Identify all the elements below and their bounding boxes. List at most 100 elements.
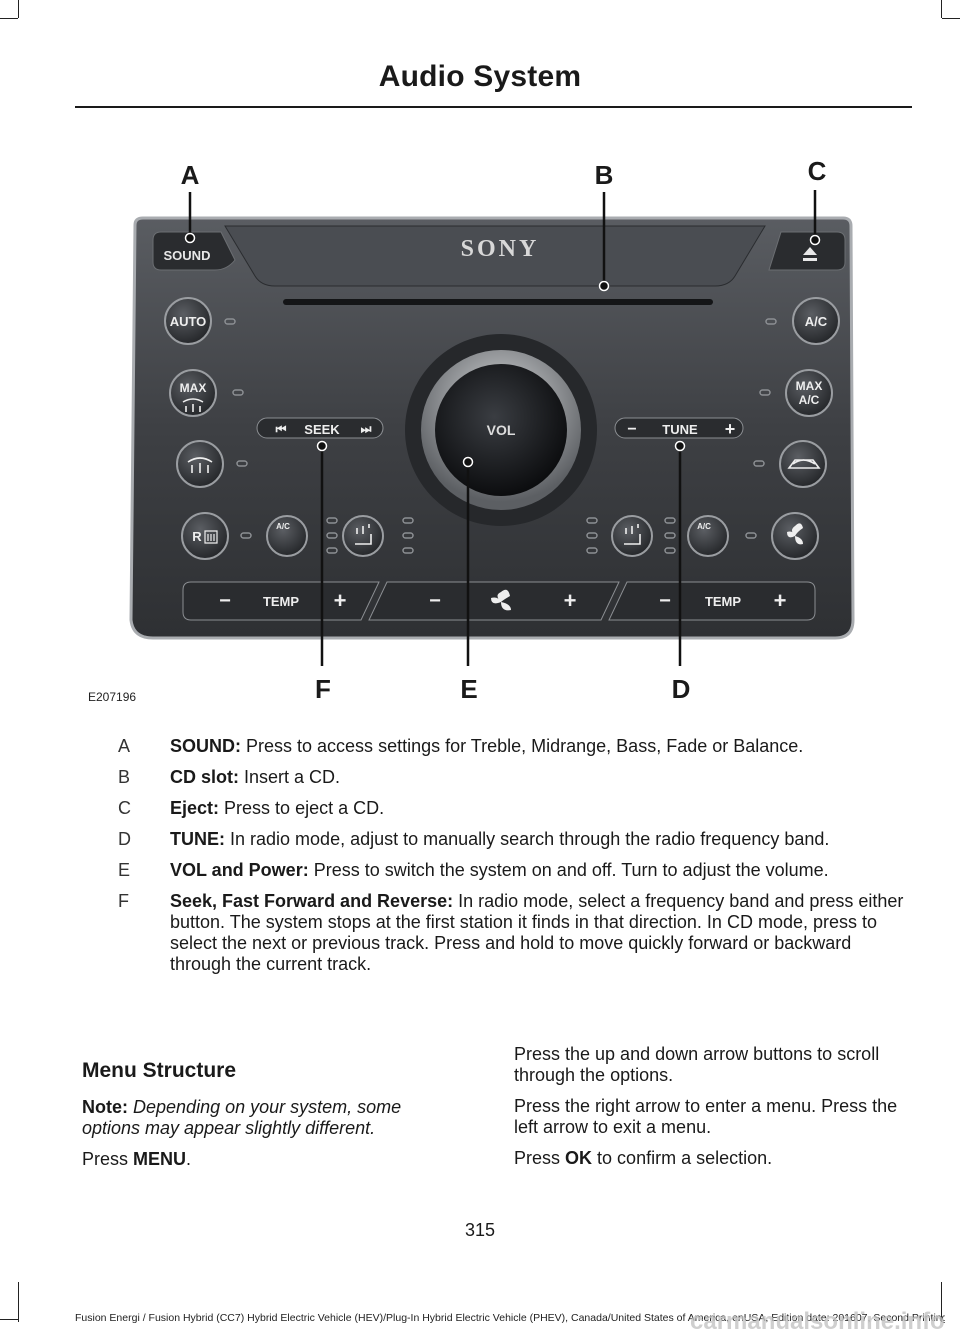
legend-description: Press to switch the system on and off. T… (313, 860, 829, 880)
max-defrost-label: MAX (180, 381, 207, 395)
legend-term: TUNE: (170, 829, 225, 849)
tune-minus-icon: − (627, 421, 636, 438)
recirculation-button[interactable] (779, 440, 827, 488)
callout-letter-b: B (594, 160, 614, 190)
crop-mark (942, 18, 960, 19)
sound-button[interactable] (152, 231, 236, 271)
ac-button[interactable] (792, 297, 840, 345)
tune-plus-icon: + (725, 419, 736, 439)
indicator-lights (224, 318, 777, 554)
seek-back-icon: ⏮ (276, 422, 287, 436)
legend-letter: F (118, 891, 129, 911)
legend-item: E VOL and Power: Press to switch the sys… (82, 860, 912, 881)
menu-key: MENU (133, 1149, 187, 1169)
title-divider (75, 106, 912, 108)
rear-defrost-label: R (192, 529, 202, 544)
control-panel-illustration: SOUND SONY AUTO MAX R A/C MAX A/C A/C (129, 190, 855, 666)
right-temp-rocker[interactable] (608, 581, 816, 621)
press-suffix: . (186, 1149, 192, 1169)
crop-mark (18, 0, 19, 18)
legend-term: CD slot: (170, 767, 239, 787)
right-temp-plus-icon: + (774, 588, 787, 613)
legend-term: Seek, Fast Forward and Reverse: (170, 891, 454, 911)
crop-mark (18, 1282, 19, 1322)
driver-seat-cooling-button[interactable] (266, 515, 308, 557)
fan-plus-icon: + (564, 588, 577, 613)
callout-letter-c: C (807, 156, 827, 186)
legend-item: A SOUND: Press to access settings for Tr… (82, 736, 912, 757)
legend-description: Press to access settings for Treble, Mid… (246, 736, 804, 756)
seek-label: SEEK (304, 422, 340, 437)
callout-letter-e: E (460, 674, 478, 704)
legend-term: SOUND: (170, 736, 241, 756)
driver-seat-heat-button[interactable] (342, 515, 384, 557)
note-label: Note: (82, 1097, 128, 1117)
legend-description: Press to eject a CD. (224, 798, 385, 818)
scroll-paragraph: Press the up and down arrow buttons to s… (514, 1044, 880, 1085)
press-prefix: Press (82, 1149, 129, 1169)
legend-letter: A (118, 736, 131, 756)
section-heading: Menu Structure (82, 1059, 237, 1082)
crop-mark (941, 0, 942, 18)
passenger-seat-heat-icon (624, 524, 641, 545)
page-number: 315 (464, 1220, 496, 1240)
legend-term: VOL and Power: (170, 860, 309, 880)
note-text: Depending on your system, some options m… (82, 1097, 402, 1138)
volume-label: VOL (487, 422, 516, 438)
callout-letter-d: D (671, 674, 691, 704)
max-ac-label-bottom: A/C (799, 393, 820, 407)
right-temp-label: TEMP (705, 594, 741, 609)
legend-letter: C (118, 798, 131, 818)
passenger-seat-ac-label: A/C (697, 522, 711, 531)
callout-letter-f: F (315, 674, 331, 704)
left-temp-plus-icon: + (334, 588, 347, 613)
cd-slot (283, 299, 713, 305)
right-column: Press the up and down arrow buttons to s… (514, 1044, 909, 1179)
defrost-icon (182, 398, 204, 412)
fan-speed-icon (491, 589, 511, 611)
ok-key: OK (565, 1148, 593, 1168)
confirm-suffix: to confirm a selection. (597, 1148, 773, 1168)
note-paragraph: Note: Depending on your system, some opt… (82, 1097, 462, 1139)
seek-rocker[interactable] (256, 417, 384, 439)
crop-mark (0, 18, 18, 19)
ac-button-label: A/C (805, 314, 828, 329)
left-temp-minus-icon: − (219, 590, 231, 612)
fan-icon (787, 523, 803, 545)
tune-rocker[interactable] (614, 417, 744, 439)
passenger-seat-cooling-button[interactable] (687, 515, 729, 557)
driver-seat-heat-icon (355, 524, 372, 545)
recirculation-icon (787, 459, 821, 469)
legend-item: F Seek, Fast Forward and Reverse: In rad… (82, 891, 912, 975)
max-ac-button[interactable] (785, 369, 833, 417)
auto-button-label: AUTO (170, 314, 207, 329)
max-defrost-button[interactable] (169, 369, 217, 417)
callout-legend: A SOUND: Press to access settings for Tr… (82, 736, 912, 985)
windshield-defrost-icon (187, 457, 213, 473)
legend-letter: E (118, 860, 131, 880)
legend-description: In radio mode, adjust to manually search… (230, 829, 830, 849)
tune-label: TUNE (662, 422, 698, 437)
max-ac-label-top: MAX (796, 379, 823, 393)
top-bezel (224, 225, 766, 287)
driver-seat-ac-label: A/C (276, 522, 290, 531)
rear-defrost-icon (204, 530, 218, 544)
legend-item: B CD slot: Insert a CD. (82, 767, 912, 788)
legend-letter: D (118, 829, 131, 849)
figure-code: E207196 (88, 690, 137, 704)
sound-button-label: SOUND (164, 248, 211, 263)
callout-letter-a: A (180, 160, 200, 190)
left-column: Menu Structure Note: Depending on your s… (82, 1060, 462, 1180)
brand-logo: SONY (461, 236, 540, 262)
passenger-seat-heat-button[interactable] (611, 515, 653, 557)
fan-minus-icon: − (429, 590, 441, 612)
crop-mark (941, 1282, 942, 1322)
eject-icon (803, 247, 817, 261)
left-temp-rocker[interactable] (182, 581, 380, 621)
legend-letter: B (118, 767, 131, 787)
legend-term: Eject: (170, 798, 220, 818)
auto-button[interactable] (164, 297, 212, 345)
left-temp-label: TEMP (263, 594, 299, 609)
press-menu-paragraph: Press MENU. (82, 1149, 462, 1170)
page-title: Audio System (378, 60, 582, 93)
